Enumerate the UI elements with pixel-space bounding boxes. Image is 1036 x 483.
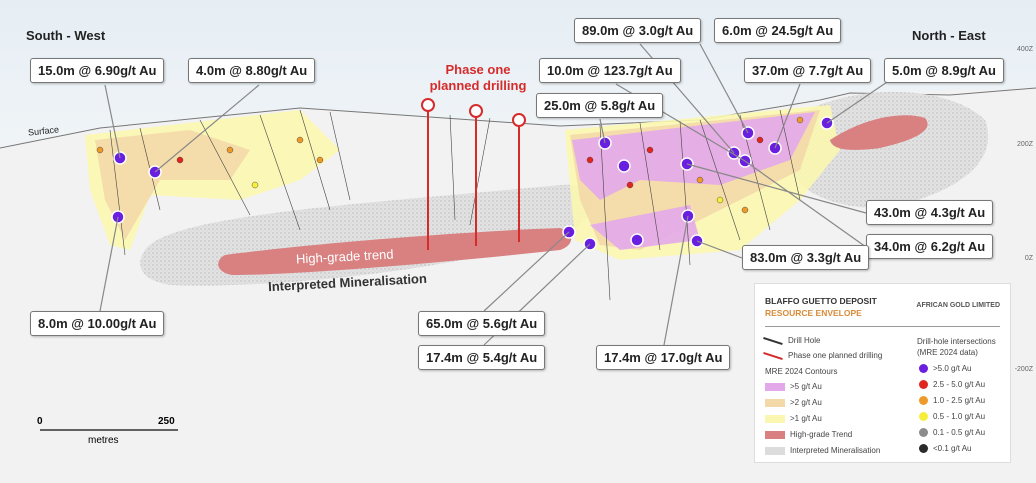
intersections-title-line1: Drill-hole intersections <box>917 337 996 346</box>
direction-ne: North - East <box>912 28 986 43</box>
callout: 83.0m @ 3.3g/t Au <box>742 245 870 270</box>
intersection-dots <box>96 116 804 214</box>
direction-sw: South - West <box>26 28 106 43</box>
callout: 34.0m @ 6.2g/t Au <box>866 234 994 259</box>
swatch <box>765 430 785 439</box>
swatch <box>765 382 785 391</box>
leader-lines <box>99 43 891 346</box>
scale-unit: metres <box>88 435 119 446</box>
callout: 15.0m @ 6.90g/t Au <box>30 58 165 83</box>
interpreted-mineralisation-ne <box>790 91 989 208</box>
legend-label: Interpreted Mineralisation <box>790 446 881 455</box>
callout: 25.0m @ 5.8g/t Au <box>536 93 664 118</box>
contours-title: MRE 2024 Contours <box>765 367 838 376</box>
elev-tick: 400Z <box>1017 46 1033 53</box>
legend-label: >5.0 g/t Au <box>933 364 972 373</box>
legend-title: BLAFFO GUETTO DEPOSIT <box>765 296 877 306</box>
legend-divider <box>765 326 1000 327</box>
callout: 17.4m @ 17.0g/t Au <box>596 345 731 370</box>
dot-icon <box>919 364 928 373</box>
elev-tick: 200Z <box>1017 141 1033 148</box>
phase-label-line1: Phase one <box>445 62 511 77</box>
swatch <box>765 414 785 423</box>
planned-drill-icon <box>763 351 783 360</box>
elev-tick: -200Z <box>1014 366 1033 373</box>
swatch <box>765 398 785 407</box>
legend-subtitle: RESOURCE ENVELOPE <box>765 308 862 318</box>
high-grade-trend-ne <box>830 115 928 150</box>
dot-icon <box>919 396 928 405</box>
high-grade-trend <box>218 228 572 275</box>
planned-drilling <box>421 98 526 250</box>
callout: 6.0m @ 24.5g/t Au <box>714 18 842 43</box>
legend-label: >5 g/t Au <box>790 382 822 391</box>
legend-label: Drill Hole <box>788 336 821 345</box>
callout: 37.0m @ 7.7g/t Au <box>744 58 872 83</box>
legend: BLAFFO GUETTO DEPOSIT RESOURCE ENVELOPE … <box>754 283 1011 463</box>
intersections-title: Drill-hole intersections (MRE 2024 data) <box>917 336 996 358</box>
callout: 65.0m @ 5.6g/t Au <box>418 311 546 336</box>
drill-holes <box>109 109 801 301</box>
dot-icon <box>919 380 928 389</box>
legend-label: 0.5 - 1.0 g/t Au <box>933 412 986 421</box>
contour-2 <box>95 130 250 240</box>
legend-label: 1.0 - 2.5 g/t Au <box>933 396 986 405</box>
legend-label: >2 g/t Au <box>790 398 822 407</box>
scale-start: 0 <box>37 416 43 427</box>
callout: 10.0m @ 123.7g/t Au <box>539 58 681 83</box>
dot-icon <box>919 428 928 437</box>
legend-label: High-grade Trend <box>790 430 853 439</box>
legend-label: 0.1 - 0.5 g/t Au <box>933 428 986 437</box>
intersections-title-line2: (MRE 2024 data) <box>917 348 978 357</box>
drill-hole-icon <box>763 336 783 345</box>
legend-label: <0.1 g/t Au <box>933 444 972 453</box>
callout: 89.0m @ 3.0g/t Au <box>574 18 702 43</box>
legend-label: 2.5 - 5.0 g/t Au <box>933 380 986 389</box>
phase-label-line2: planned drilling <box>429 78 527 93</box>
elev-tick: 0Z <box>1024 255 1033 262</box>
callout: 8.0m @ 10.00g/t Au <box>30 311 165 336</box>
dot-icon <box>919 444 928 453</box>
african-gold-logo: AFRICAN GOLD LIMITED <box>916 302 1000 309</box>
callout: 43.0m @ 4.3g/t Au <box>866 200 994 225</box>
callout: 4.0m @ 8.80g/t Au <box>188 58 316 83</box>
swatch <box>765 446 785 455</box>
callout: 17.4m @ 5.4g/t Au <box>418 345 546 370</box>
dot-icon <box>919 412 928 421</box>
legend-label: Phase one planned drilling <box>788 351 883 360</box>
legend-label: >1 g/t Au <box>790 414 822 423</box>
scale-end: 250 <box>158 416 175 427</box>
callout: 5.0m @ 8.9g/t Au <box>884 58 1004 83</box>
contour-5-deep <box>590 205 700 250</box>
